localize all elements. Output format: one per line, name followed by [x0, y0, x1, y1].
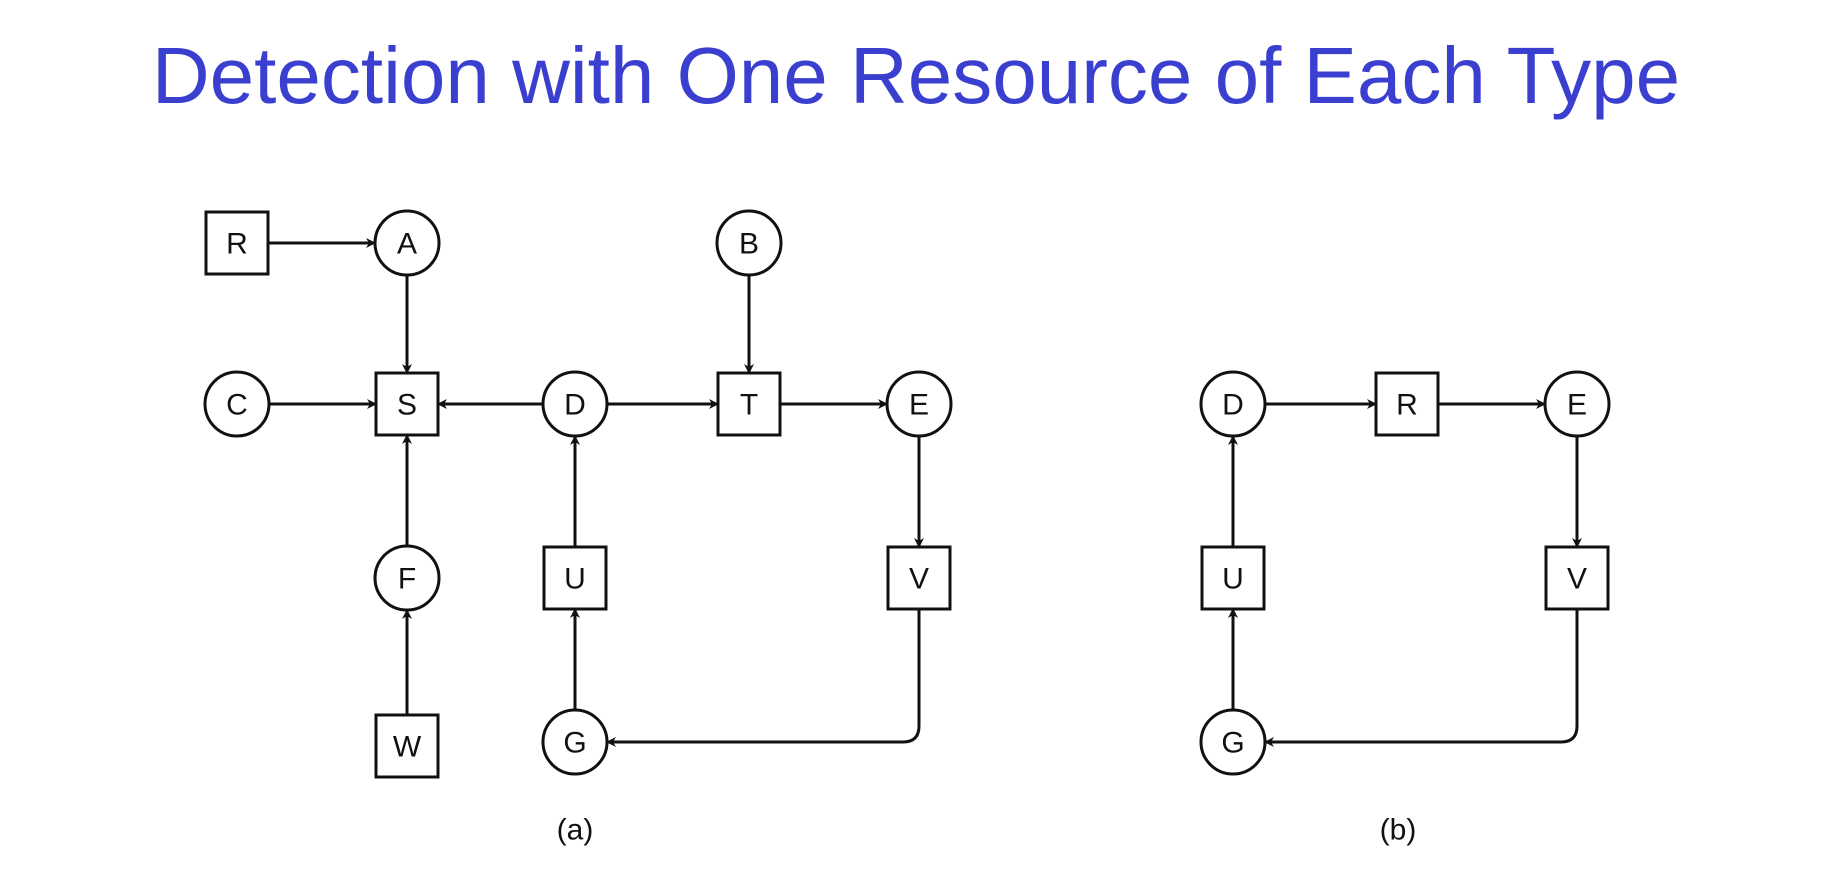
fig-a-resource-node-u: U: [542, 545, 608, 611]
figure-a-nodes: R A B C S D T E F U V W G: [203, 209, 953, 779]
fig-a-resource-node-s: S: [374, 371, 440, 437]
fig-b-edge-v-to-g: [1264, 609, 1579, 747]
node-label: A: [397, 228, 417, 261]
figure-b-nodes: D R E U V G: [1199, 370, 1611, 776]
node-label: G: [1221, 727, 1244, 760]
figure-b-edges: [1228, 399, 1582, 747]
slide-title: Detection with One Resource of Each Type: [151, 31, 1681, 120]
fig-a-process-node-c: C: [203, 370, 271, 438]
process-circle: [1199, 708, 1267, 776]
fig-b-process-node-e: E: [1543, 370, 1611, 438]
node-label: C: [226, 389, 248, 422]
process-circle: [715, 209, 783, 277]
node-label: T: [740, 389, 758, 422]
figure-a-caption: (a): [557, 814, 594, 847]
node-label: F: [398, 563, 416, 596]
node-label: E: [909, 389, 929, 422]
process-circle: [1543, 370, 1611, 438]
node-label: R: [1396, 389, 1418, 422]
fig-b-resource-node-u: U: [1200, 545, 1266, 611]
resource-square: [716, 371, 782, 437]
fig-a-resource-node-r: R: [204, 210, 270, 276]
resource-square: [886, 545, 952, 611]
fig-b-resource-node-v: V: [1544, 545, 1610, 611]
resource-square: [1544, 545, 1610, 611]
process-circle: [373, 209, 441, 277]
process-circle: [203, 370, 271, 438]
process-circle: [541, 708, 609, 776]
process-circle: [541, 370, 609, 438]
process-circle: [1199, 370, 1267, 438]
process-circle: [373, 544, 441, 612]
figure-b-caption: (b): [1380, 814, 1417, 847]
fig-a-resource-node-w: W: [374, 713, 440, 779]
resource-square: [1374, 371, 1440, 437]
fig-a-process-node-f: F: [373, 544, 441, 612]
node-label: W: [393, 731, 422, 764]
node-label: D: [1222, 389, 1244, 422]
node-label: D: [564, 389, 586, 422]
node-label: E: [1567, 389, 1587, 422]
resource-square: [374, 371, 440, 437]
node-label: B: [739, 228, 759, 261]
node-label: G: [563, 727, 586, 760]
fig-a-edge-v-to-g: [606, 609, 921, 747]
node-label: V: [909, 563, 929, 596]
process-circle: [885, 370, 953, 438]
resource-square: [374, 713, 440, 779]
fig-a-process-node-e: E: [885, 370, 953, 438]
fig-b-resource-node-r: R: [1374, 371, 1440, 437]
node-label: R: [226, 228, 248, 261]
fig-a-process-node-g: G: [541, 708, 609, 776]
figure-a-edges: [268, 238, 924, 747]
fig-b-process-node-d: D: [1199, 370, 1267, 438]
fig-a-process-node-a: A: [373, 209, 441, 277]
resource-square: [542, 545, 608, 611]
fig-a-resource-node-v: V: [886, 545, 952, 611]
node-label: V: [1567, 563, 1587, 596]
fig-a-process-node-d: D: [541, 370, 609, 438]
node-label: S: [397, 389, 417, 422]
fig-b-process-node-g: G: [1199, 708, 1267, 776]
node-label: U: [1222, 563, 1244, 596]
fig-a-process-node-b: B: [715, 209, 783, 277]
node-label: U: [564, 563, 586, 596]
fig-a-resource-node-t: T: [716, 371, 782, 437]
resource-square: [204, 210, 270, 276]
resource-square: [1200, 545, 1266, 611]
